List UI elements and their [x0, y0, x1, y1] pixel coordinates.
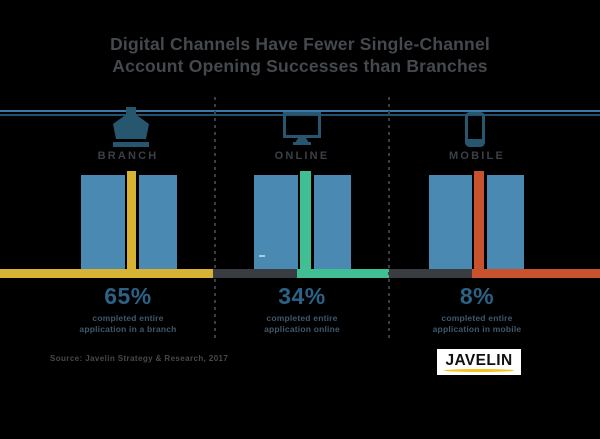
branch-description-line-2: application in a branch: [79, 324, 177, 334]
mobile-door-left: [429, 175, 472, 269]
horizontal-rule-top: [0, 110, 600, 112]
online-description-line-1: completed entire: [266, 313, 338, 323]
desktop-monitor-icon: [283, 112, 321, 150]
online-door-right: [314, 175, 351, 269]
mobile-description-line-2: application in mobile: [432, 324, 522, 334]
mobile-door-right: [487, 175, 524, 269]
online-accent-strip: [300, 171, 311, 269]
online-percentage: 34%: [278, 283, 326, 309]
branch-door-left: [81, 175, 125, 269]
javelin-logo: JAVELIN: [437, 349, 521, 375]
branch-description: completed entire application in a branch: [48, 313, 208, 335]
mobile-accent-strip: [474, 171, 484, 269]
chart-title: Digital Channels Have Fewer Single-Chann…: [0, 33, 600, 77]
online-description: completed entire application online: [222, 313, 382, 335]
track-segment-gray-1: [213, 269, 297, 278]
branch-door-right: [139, 175, 177, 269]
track-segment-branch: [0, 269, 213, 278]
channel-label-online: ONLINE: [274, 150, 330, 162]
bank-icon: [111, 107, 151, 152]
online-door-left: [254, 175, 298, 269]
online-description-line-2: application online: [264, 324, 340, 334]
mobile-description: completed entire application in mobile: [397, 313, 557, 335]
track-segment-mobile: [472, 269, 600, 278]
mobile-percentage: 8%: [459, 283, 495, 309]
javelin-logo-text: JAVELIN: [445, 352, 513, 369]
source-citation: Source: Javelin Strategy & Research, 201…: [50, 354, 229, 363]
branch-accent-strip: [127, 171, 136, 269]
online-door-handle: [259, 255, 265, 257]
channel-label-mobile: MOBILE: [449, 150, 505, 162]
javelin-logo-swoosh: [444, 369, 514, 372]
track-segment-online: [297, 269, 389, 278]
chart-title-line-1: Digital Channels Have Fewer Single-Chann…: [110, 34, 490, 54]
channel-label-branch: BRANCH: [97, 150, 159, 162]
mobile-description-line-1: completed entire: [441, 313, 513, 323]
branch-percentage: 65%: [104, 283, 152, 309]
track-segment-gray-2: [389, 269, 472, 278]
section-divider-2: [388, 97, 390, 339]
chart-title-line-2: Account Opening Successes than Branches: [112, 56, 488, 76]
section-divider-1: [214, 97, 216, 339]
smartphone-icon: [465, 112, 485, 152]
branch-description-line-1: completed entire: [92, 313, 164, 323]
